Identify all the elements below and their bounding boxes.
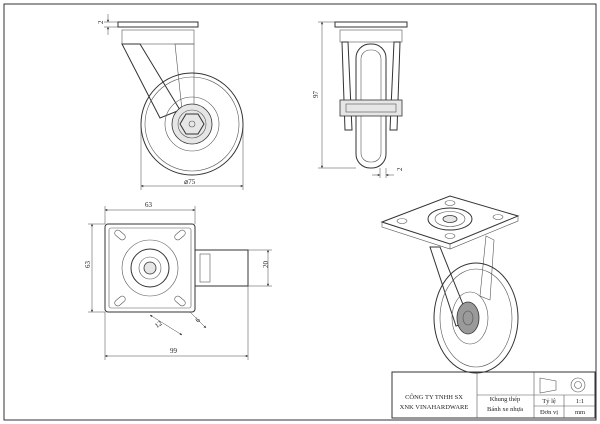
- side-view: 97 2: [312, 21, 408, 178]
- top-wheel-outline: [195, 249, 249, 287]
- dim-hole-size: 6: [194, 316, 202, 324]
- dim-wheel-diameter: ⌀75: [184, 178, 196, 186]
- dim-plate-width: 63: [145, 201, 153, 209]
- sheet-border: [3, 3, 597, 421]
- side-fork: [341, 41, 401, 131]
- side-top-plate: [334, 21, 408, 28]
- dim-plate-thickness: 2: [97, 20, 105, 24]
- title-block: CÔNG TY TNHH SX XNK VINAHARDWARE Khung t…: [391, 371, 596, 419]
- unit-value: mm: [575, 409, 585, 416]
- wheel-material: Bánh xe nhựa: [487, 406, 523, 413]
- unit-label: Đơn vị: [540, 409, 558, 416]
- projection-symbol-icon: [539, 377, 557, 394]
- scale-label: Tỷ lệ: [542, 398, 556, 405]
- mount-hole-tr: [174, 229, 186, 241]
- iso-hole-1: [396, 218, 408, 224]
- top-swivel-bearing: [121, 239, 179, 297]
- iso-wheel-tire: [433, 262, 519, 374]
- iso-hole-4: [444, 233, 456, 239]
- top-view: 63 63 20 12 6 99: [84, 201, 272, 360]
- dim-plate-height: 63: [84, 261, 92, 269]
- front-wheel-rim: [164, 96, 220, 152]
- mount-hole-tl: [114, 229, 126, 241]
- iso-hole-2: [444, 200, 456, 206]
- top-mounting-plate: [104, 223, 196, 313]
- iso-wheel-rim: [451, 291, 489, 345]
- dim-wheel-width: 20: [262, 261, 270, 269]
- dim-side-offset: 2: [396, 167, 404, 171]
- mount-hole-bl: [114, 295, 126, 307]
- dim-hole-spacing: 12: [153, 319, 164, 330]
- isometric-view: [380, 195, 520, 374]
- scale-value: 1:1: [576, 398, 584, 405]
- iso-bearing: [427, 207, 473, 231]
- dim-overall-length: 99: [170, 347, 178, 355]
- dim-height: 97: [312, 91, 320, 99]
- axle-nut-hex: [179, 113, 205, 135]
- iso-hole-3: [492, 214, 504, 220]
- mount-hole-br: [174, 295, 186, 307]
- company-line2: XNK VINAHARDWARE: [400, 404, 469, 411]
- frame-material: Khung thép: [490, 396, 521, 403]
- side-axle-hub: [339, 99, 403, 117]
- front-view: 2 ⌀75: [97, 14, 244, 190]
- front-swivel-housing: [121, 29, 195, 45]
- company-line1: CÔNG TY TNHH SX: [405, 393, 463, 401]
- front-top-plate: [117, 21, 199, 28]
